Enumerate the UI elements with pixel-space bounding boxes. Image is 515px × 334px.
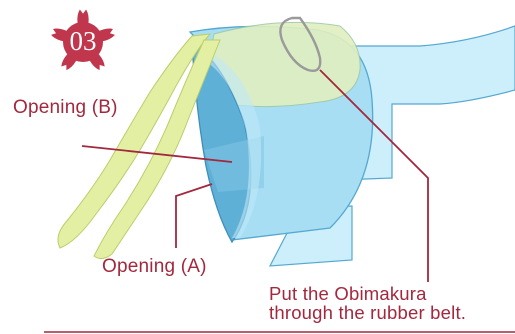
instruction-caption: Put the Obimakura through the rubber bel… <box>269 284 466 322</box>
step-number: 03 <box>51 26 115 56</box>
opening-a-label: Opening (A) <box>102 257 207 277</box>
leader-line-opening-a <box>176 184 212 248</box>
caption-line-1: Put the Obimakura <box>269 284 466 303</box>
opening-b-label: Opening (B) <box>13 98 118 118</box>
caption-line-2: through the rubber belt. <box>269 303 466 322</box>
